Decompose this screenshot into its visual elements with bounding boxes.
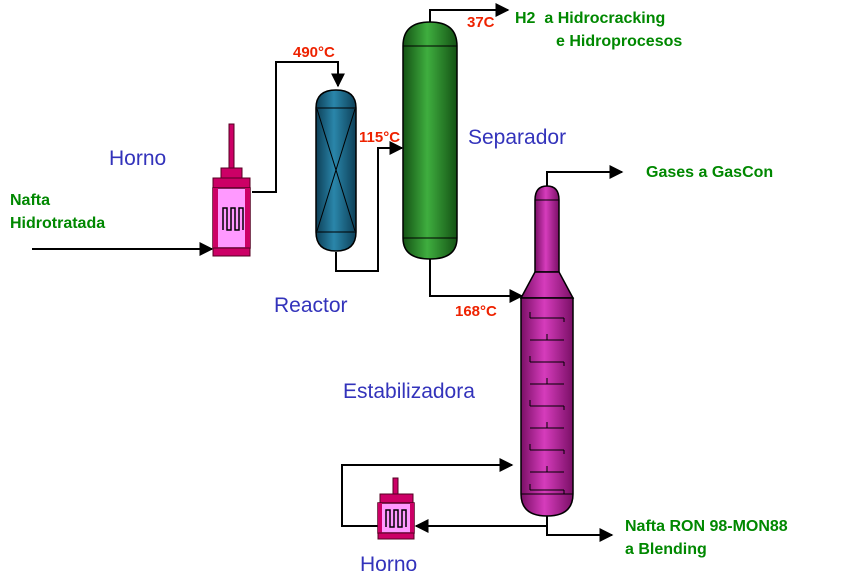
furnace-bottom-base [377,532,415,540]
separator-to-stabilizer-line [429,258,524,303]
product-label-line2: a Blending [625,541,707,558]
furnace-to-reactor-line [252,61,345,193]
furnace-top-stack [228,123,235,169]
furnace-top-side-right [245,188,250,248]
label-horno-bottom: Horno [360,553,417,576]
stabilizer-top-section [534,185,560,273]
gases-outlet-line [546,165,624,186]
feed-label-line1: Nafta [10,192,50,209]
reactor-to-separator-line [335,141,404,272]
reboiler-return-line [341,458,514,527]
feed-label-line2: Hidrotratada [10,215,105,232]
separator-vessel [402,21,458,260]
furnace-bottom-head [379,493,414,504]
temp-separator-top: 37C [467,14,495,31]
temp-stabilizer-feed: 168°C [455,303,497,320]
label-separador: Separador [468,126,566,149]
furnace-top [212,123,251,257]
h2-label-line2: e Hidroprocesos [556,33,682,50]
label-horno-top: Horno [109,147,166,170]
furnace-bottom-coil [385,509,407,528]
stabilizer-cone [519,271,575,299]
stabilizer-column [520,297,574,517]
stabilizer-trays [529,312,565,494]
reactor-bed-diagonal-2 [316,108,356,232]
product-outlet-line [546,514,614,542]
furnace-bottom-stack [392,477,399,495]
h2-label-line1: H2 a Hidrocracking [515,10,665,27]
separator [402,21,458,260]
furnace-top-cap [220,167,243,179]
flow-lines [32,3,624,542]
furnace-top-side-left [213,188,218,248]
label-estabilizadora: Estabilizadora [343,380,475,403]
gases-label: Gases a GasCon [646,164,773,181]
furnace-top-coil [222,207,244,231]
product-label-line1: Nafta RON 98-MON88 [625,518,788,535]
reactor [315,89,357,252]
stabilizer [519,185,575,517]
temp-reactor-inlet: 490°C [293,44,335,61]
furnace-top-base [212,247,251,257]
h2-outlet-line [429,3,510,24]
label-reactor: Reactor [274,294,348,317]
temp-separator-inlet: 115°C [359,129,400,146]
furnace-top-head [212,177,251,189]
furnace-bottom [377,477,415,540]
furnace-bottom-body [377,502,415,534]
